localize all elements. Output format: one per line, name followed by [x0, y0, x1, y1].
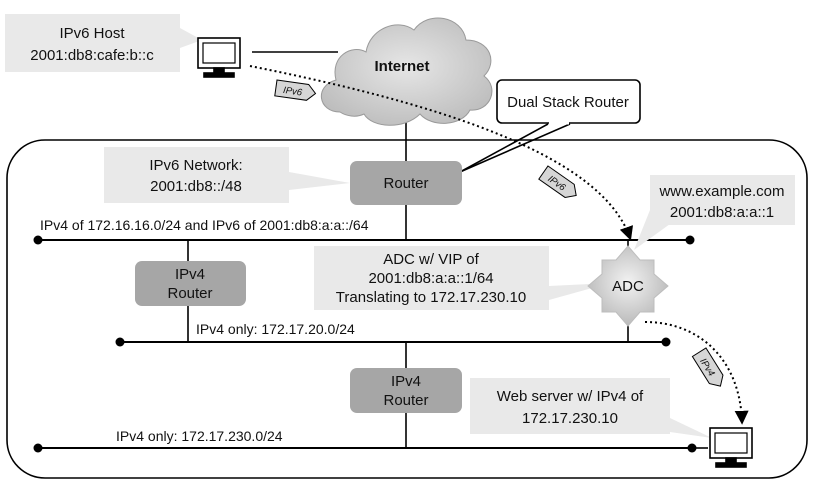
segment-ipv4-a-label: IPv4 only: 172.17.20.0/24: [196, 321, 355, 337]
host-callout: IPv6 Host 2001:db8:cafe:b::c: [5, 14, 202, 72]
adc-callout-line3: Translating to 172.17.230.10: [336, 289, 526, 306]
www-name: www.example.com: [658, 183, 784, 200]
packet-tag-ipv6-b: IPv6: [538, 165, 577, 198]
segment-dual-stack: [33, 235, 695, 245]
segment-ipv4-b: [33, 443, 697, 453]
router-top: Router: [350, 161, 462, 205]
router-top-label: Router: [383, 175, 428, 192]
adc-callout: ADC w/ VIP of 2001:db8:a:a::1/64 Transla…: [314, 246, 610, 310]
host-address: 2001:db8:cafe:b::c: [30, 47, 154, 64]
internet-cloud: Internet: [320, 17, 493, 126]
ipv6-network-callout: IPv6 Network: 2001:db8::/48: [104, 147, 350, 203]
web-server-computer-icon: [709, 427, 753, 468]
dual-stack-callout: Dual Stack Router: [459, 79, 641, 173]
ipv4-traffic-flow: [644, 321, 749, 425]
www-address: 2001:db8:a:a::1: [670, 204, 774, 221]
ipv4-router-mid-line2: Router: [383, 392, 428, 409]
packet-tag-ipv6-a: IPv6: [274, 79, 317, 101]
adc-callout-line2: 2001:db8:a:a::1/64: [368, 270, 493, 287]
segment-ipv4-b-label: IPv4 only: 172.17.230.0/24: [116, 428, 283, 444]
packet-tag-ipv6-a-label: IPv6: [282, 85, 303, 99]
ipv4-router-left: IPv4 Router: [135, 261, 246, 306]
packet-tag-ipv4: IPv4: [691, 347, 724, 387]
adc-callout-line1: ADC w/ VIP of: [383, 251, 479, 268]
ipv4-router-left-line1: IPv4: [175, 266, 205, 283]
ipv6-network-title: IPv6 Network:: [149, 157, 242, 174]
ipv6-network-prefix: 2001:db8::/48: [150, 178, 242, 195]
ipv4-router-left-line2: Router: [167, 285, 212, 302]
segment-dual-label: IPv4 of 172.16.16.0/24 and IPv6 of 2001:…: [40, 217, 369, 233]
adc-device: ADC: [587, 245, 669, 327]
web-server-callout: Web server w/ IPv4 of 172.17.230.10: [470, 378, 712, 438]
ipv6-host-computer-icon: [197, 37, 241, 78]
enterprise-boundary: [6, 139, 808, 479]
ipv4-router-mid: IPv4 Router: [350, 368, 462, 413]
ipv6-traffic-flow: [249, 65, 633, 241]
internet-label: Internet: [374, 58, 429, 75]
segment-ipv4-a: [115, 337, 671, 347]
web-server-line2: 172.17.230.10: [522, 410, 618, 427]
web-server-line1: Web server w/ IPv4 of: [497, 388, 644, 405]
dual-stack-label: Dual Stack Router: [507, 94, 629, 111]
www-callout: www.example.com 2001:db8:a:a::1: [634, 175, 795, 250]
ipv4-router-mid-line1: IPv4: [391, 373, 421, 390]
host-name: IPv6 Host: [59, 25, 125, 42]
adc-label: ADC: [612, 278, 644, 295]
